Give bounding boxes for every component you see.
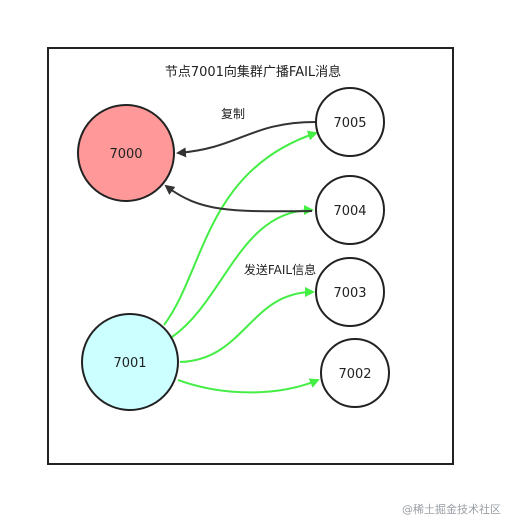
- node-7000[interactable]: 7000: [77, 104, 175, 202]
- node-7003[interactable]: 7003: [315, 257, 385, 327]
- node-7002-circle: [320, 338, 390, 408]
- node-7002[interactable]: 7002: [320, 338, 390, 408]
- watermark: @稀土掘金技术社区: [402, 503, 501, 516]
- node-7005[interactable]: 7005: [315, 87, 385, 157]
- node-7000-label: 7000: [109, 147, 142, 162]
- node-7001-circle: [81, 313, 179, 411]
- node-7000-circle: [77, 104, 175, 202]
- node-7003-label: 7003: [333, 286, 366, 301]
- node-7002-label: 7002: [338, 367, 371, 382]
- edge-7001-to-7005: [163, 130, 318, 326]
- edge-7001-to-7003: [179, 287, 315, 363]
- node-7001-label: 7001: [113, 356, 146, 371]
- node-7005-circle: [315, 87, 385, 157]
- edge-7004-to-7000: [164, 184, 313, 213]
- node-7003-circle: [315, 257, 385, 327]
- edge-label-replicate: 复制: [221, 107, 245, 121]
- edge-label-send-fail: 发送FAIL信息: [244, 262, 316, 277]
- node-7004-label: 7004: [333, 204, 366, 219]
- node-7004-circle: [315, 175, 385, 245]
- edge-7005-to-7000: [176, 121, 317, 158]
- node-7001[interactable]: 7001: [81, 313, 179, 411]
- node-7005-label: 7005: [333, 116, 366, 131]
- diagram-title: 节点7001向集群广播FAIL消息: [165, 64, 341, 80]
- node-7004[interactable]: 7004: [315, 175, 385, 245]
- edge-7001-to-7004: [171, 205, 314, 338]
- edge-7001-to-7002: [177, 378, 320, 394]
